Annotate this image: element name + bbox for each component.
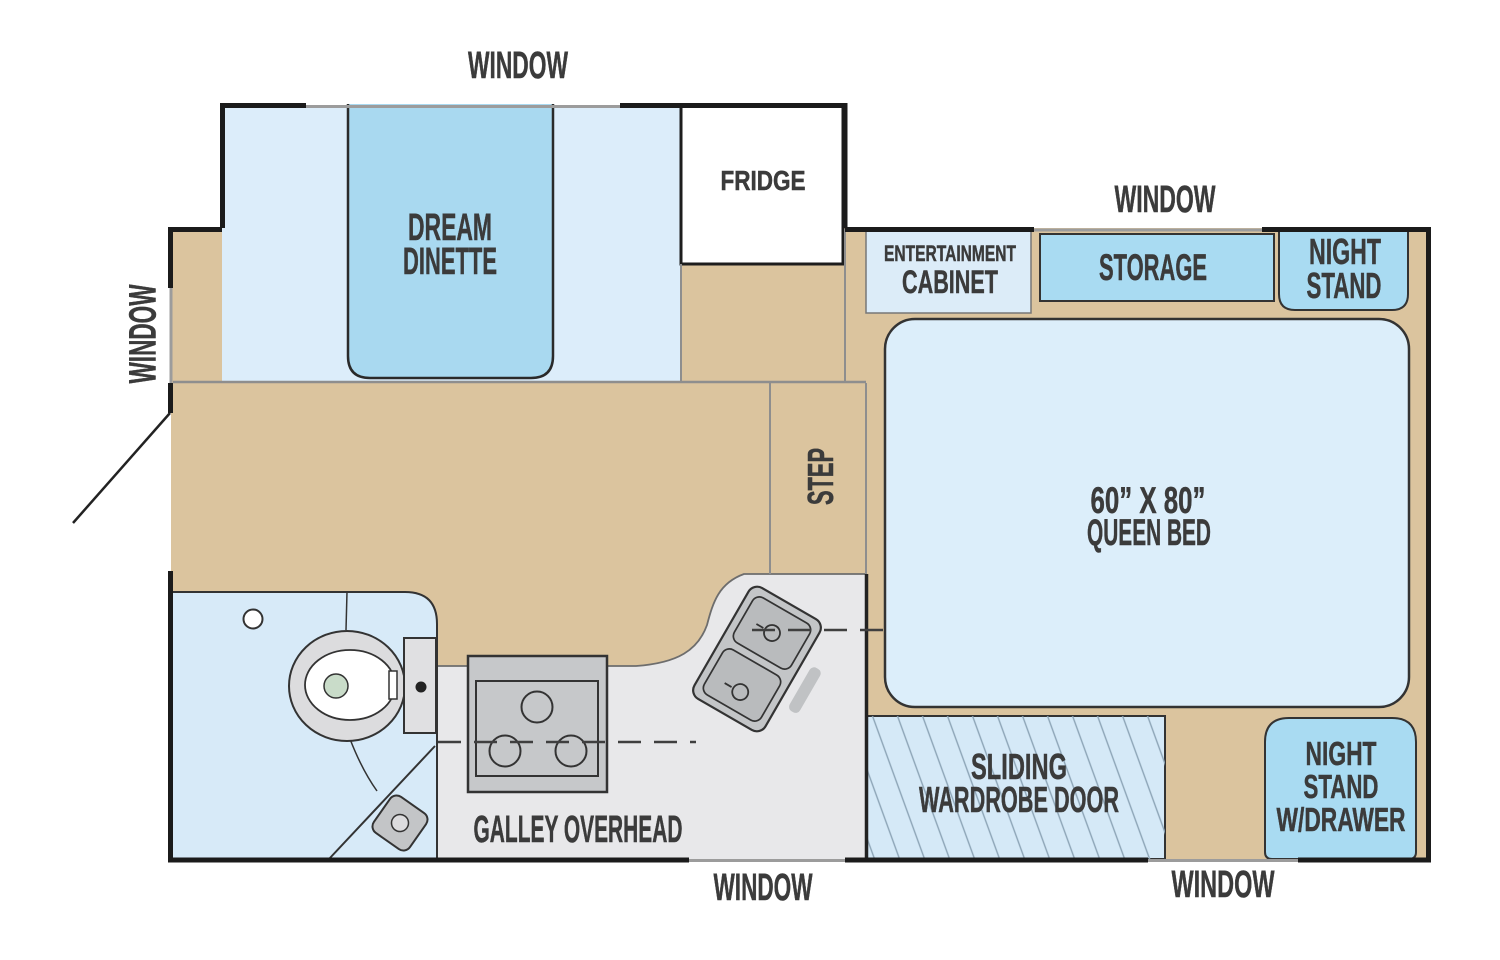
svg-text:NIGHT: NIGHT (1306, 736, 1377, 773)
svg-text:WARDROBE DOOR: WARDROBE DOOR (919, 779, 1119, 820)
svg-text:DREAM: DREAM (408, 207, 492, 249)
svg-text:QUEEN BED: QUEEN BED (1087, 512, 1211, 553)
svg-text:STORAGE: STORAGE (1099, 247, 1207, 288)
svg-text:STEP: STEP (800, 448, 841, 505)
svg-text:STAND: STAND (1307, 265, 1382, 306)
svg-text:NIGHT: NIGHT (1309, 231, 1381, 272)
svg-text:60” X 80”: 60” X 80” (1091, 480, 1206, 521)
svg-text:FRIDGE: FRIDGE (721, 165, 806, 196)
svg-text:CABINET: CABINET (902, 264, 998, 300)
svg-text:STAND: STAND (1304, 769, 1379, 806)
svg-text:ENTERTAINMENT: ENTERTAINMENT (884, 241, 1016, 266)
svg-text:WINDOW: WINDOW (123, 284, 165, 383)
svg-text:WINDOW: WINDOW (468, 45, 568, 87)
svg-text:W/DRAWER: W/DRAWER (1277, 802, 1406, 839)
svg-text:GALLEY OVERHEAD: GALLEY OVERHEAD (474, 809, 683, 851)
svg-text:WINDOW: WINDOW (1172, 864, 1275, 906)
svg-text:WINDOW: WINDOW (1115, 179, 1216, 221)
svg-text:SLIDING: SLIDING (971, 746, 1067, 787)
svg-text:WINDOW: WINDOW (714, 867, 813, 909)
svg-text:DINETTE: DINETTE (403, 241, 497, 283)
